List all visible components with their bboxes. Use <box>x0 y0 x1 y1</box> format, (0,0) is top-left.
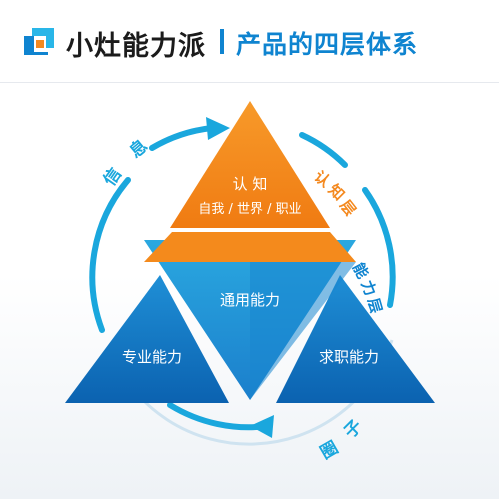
arc-right <box>362 187 396 308</box>
ability-layer-char-1: 能 <box>349 260 372 282</box>
arc-upper-right <box>299 132 348 168</box>
arc-bottom <box>167 402 271 431</box>
ability-layer-char-3: 层 <box>364 296 385 315</box>
header: 小灶能力派 产品的四层体系 <box>0 0 499 84</box>
job-seeking-ability-label: 求职能力 <box>319 348 379 366</box>
left-triangle <box>65 275 229 403</box>
header-separator <box>220 29 224 54</box>
ability-layer-char-2: 力 <box>357 278 379 299</box>
arrow-head-top <box>206 117 230 140</box>
arc-top <box>149 125 215 151</box>
arc-left <box>89 177 131 333</box>
brand-name: 小灶能力派 <box>66 31 206 62</box>
info-char-2: 息 <box>125 135 152 162</box>
cognition-title: 认 知 <box>233 175 268 193</box>
professional-ability-label: 专业能力 <box>122 348 182 366</box>
right-triangle <box>276 275 435 403</box>
page-title: 产品的四层体系 <box>236 30 419 59</box>
orange-band <box>144 232 356 262</box>
cognition-subtitle: 自我 / 世界 / 职业 <box>198 202 301 217</box>
circle-char-2: 子 <box>340 416 366 442</box>
general-ability-label: 通用能力 <box>220 291 280 309</box>
cognition-layer-char-3: 层 <box>336 196 359 219</box>
center-shade <box>250 262 356 400</box>
circle-char-1: 圈 <box>317 438 342 464</box>
logo-icon <box>24 28 54 55</box>
top-triangle <box>170 101 330 228</box>
arrow-head-bottom <box>250 415 274 438</box>
header-divider <box>0 82 499 83</box>
